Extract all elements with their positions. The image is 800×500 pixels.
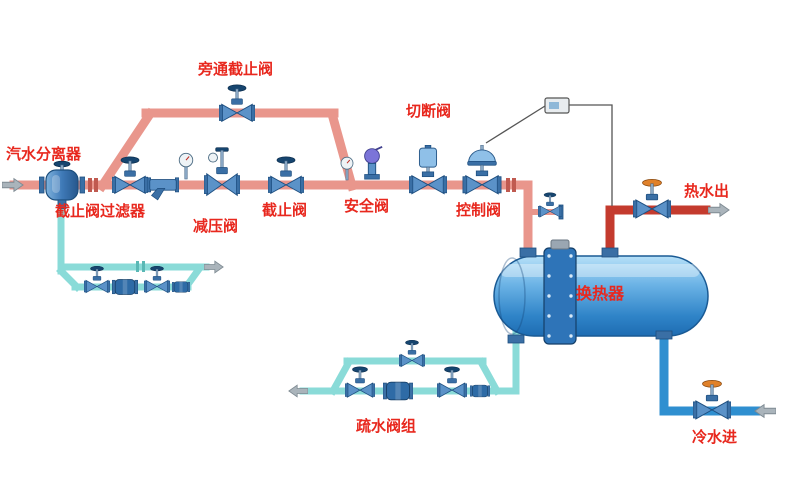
condensate-left-out-arrow [204,260,224,274]
steam-water-separator [39,160,85,209]
hot-water-pipe [605,205,711,263]
steam-main-pipe [9,180,533,267]
label-safety-valve: 安全阀 [344,198,390,215]
control-signal-line [485,105,546,144]
pipe-flange [94,178,98,192]
exchanger-top-fitting [550,239,570,250]
pipe-flange [142,261,145,272]
hot-water-out-arrow [708,203,730,217]
condensate-nozzle [507,334,525,344]
pipe-flange [136,261,139,272]
heat-exchanger-body [493,239,709,345]
sensor-line [569,104,613,206]
strainer [147,177,179,201]
cold-water-nozzle [655,330,673,340]
label-shutoff-valve: 切断阀 [406,103,452,120]
label-pressure-reducing-valve: 减压阀 [193,218,239,235]
trap-check-fitting [470,384,490,398]
pressure-gauge [178,152,194,180]
label-stop-valve-strainer: 截止阀过滤器 [55,203,146,220]
steam-trap [383,381,413,401]
flange-bolts [547,254,573,338]
pipe-flange [506,178,510,192]
condensate-bottom-out-arrow [288,384,308,398]
label-separator: 汽水分离器 [6,146,82,163]
controller-box [544,97,570,114]
safety-valve [363,145,384,181]
label-bypass-stop-valve: 旁通截止阀 [198,61,274,78]
label-stop-valve: 截止阀 [262,202,308,219]
drain-fitting [172,281,190,293]
hot-water-nozzle [601,247,619,258]
label-cold-water-in: 冷水进 [692,429,738,446]
steam-inlet-nozzle [519,247,537,258]
pipe-flange [88,178,92,192]
drain-trap [112,279,138,295]
pipe-flange [512,178,516,192]
label-control-valve: 控制阀 [456,202,502,219]
label-hot-water-out: 热水出 [684,183,730,200]
label-trap-group: 疏水阀组 [356,418,417,435]
label-heat-exchanger: 换热器 [576,286,625,303]
